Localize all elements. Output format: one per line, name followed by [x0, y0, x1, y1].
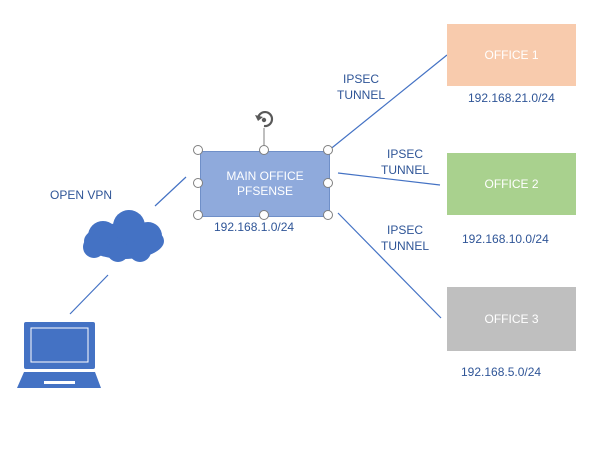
main-office-title: MAIN OFFICE [226, 169, 304, 183]
office-3-label: OFFICE 3 [484, 312, 539, 326]
vpn-line-laptop-to-cloud [69, 274, 109, 315]
resize-handle-top-left[interactable] [193, 145, 203, 155]
office-1-subnet: 192.168.21.0/24 [468, 91, 555, 105]
resize-handle-right[interactable] [323, 178, 333, 188]
office-3-subnet: 192.168.5.0/24 [461, 365, 542, 379]
cloud-icon [83, 210, 164, 262]
main-office-box[interactable]: MAIN OFFICE PFSENSE [200, 151, 330, 217]
office-2-box[interactable]: OFFICE 2 [447, 153, 576, 215]
office-1-label: OFFICE 1 [484, 48, 539, 62]
tunnel-label-office-2-line2: TUNNEL [380, 163, 429, 177]
resize-handle-bottom[interactable] [259, 210, 269, 220]
tunnel-label-office-2-line1: IPSEC [386, 147, 423, 161]
resize-handle-bottom-left[interactable] [193, 210, 203, 220]
tunnel-line-office-3 [337, 212, 442, 319]
main-office-subnet: 192.168.1.0/24 [214, 220, 295, 234]
tunnel-label-office-2: IPSEC TUNNEL [380, 146, 430, 178]
office-2-label: OFFICE 2 [484, 177, 539, 191]
tunnel-label-office-3: IPSEC TUNNEL [380, 222, 430, 254]
tunnel-line-office-2 [337, 172, 441, 186]
tunnel-label-office-1-line2: TUNNEL [336, 88, 385, 102]
open-vpn-label: OPEN VPN [50, 188, 113, 202]
tunnel-line-office-1 [327, 54, 448, 152]
tunnel-label-office-1-line1: IPSEC [342, 72, 379, 86]
resize-handle-left[interactable] [193, 178, 203, 188]
tunnel-label-office-3-line1: IPSEC [386, 223, 423, 237]
office-2-subnet: 192.168.10.0/24 [462, 232, 549, 246]
resize-handle-bottom-right[interactable] [323, 210, 333, 220]
resize-handle-top-right[interactable] [323, 145, 333, 155]
vpn-line-cloud-to-main [154, 176, 187, 207]
rotate-handle-icon[interactable] [255, 110, 274, 147]
main-office-subtitle: PFSENSE [236, 184, 293, 198]
resize-handle-top[interactable] [259, 145, 269, 155]
tunnel-label-office-3-line2: TUNNEL [380, 239, 429, 253]
office-3-box[interactable]: OFFICE 3 [447, 287, 576, 351]
tunnel-label-office-1: IPSEC TUNNEL [336, 71, 386, 103]
office-1-box[interactable]: OFFICE 1 [447, 24, 576, 86]
laptop-icon [17, 322, 101, 388]
